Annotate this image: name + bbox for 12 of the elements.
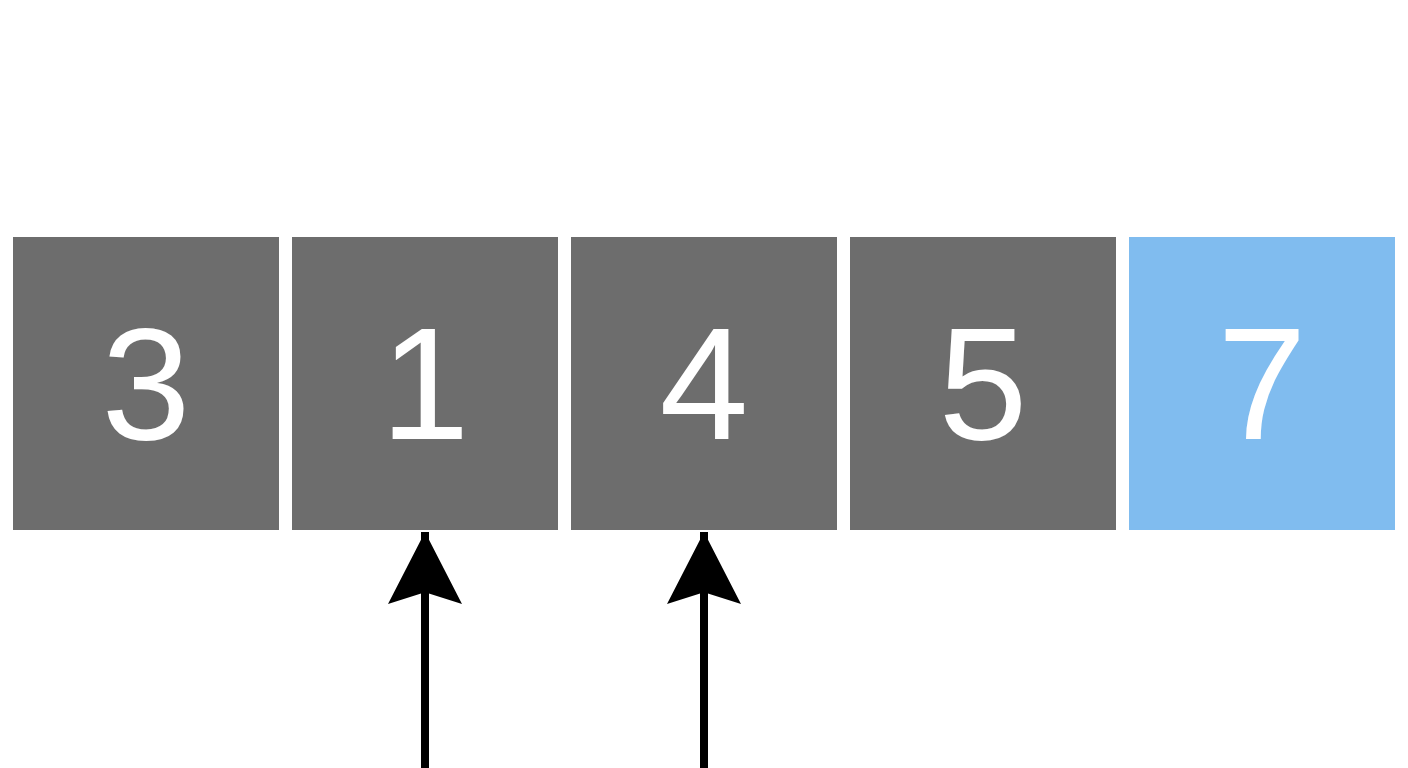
array-cell — [13, 237, 279, 530]
array-cell — [1129, 237, 1395, 530]
cell-value: 3 — [101, 303, 191, 464]
cell-value: 4 — [659, 303, 749, 464]
arrow — [388, 532, 462, 768]
array-cell — [292, 237, 558, 530]
array-cell — [850, 237, 1116, 530]
array-cell — [571, 237, 837, 530]
cell-value: 1 — [380, 303, 470, 464]
arrow — [667, 532, 741, 768]
cell-value: 5 — [938, 303, 1028, 464]
cell-value: 7 — [1217, 303, 1307, 464]
